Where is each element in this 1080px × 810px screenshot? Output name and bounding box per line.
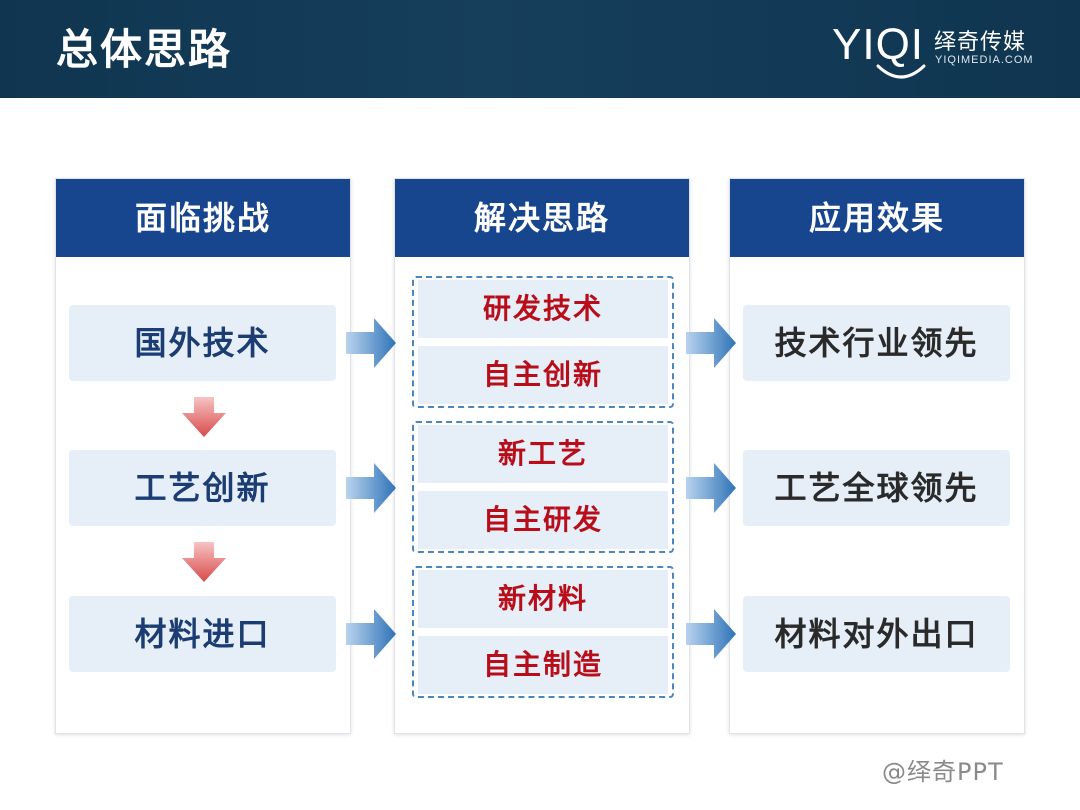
arrow-down-icon bbox=[182, 542, 226, 582]
arrow-right-icon bbox=[346, 463, 396, 513]
solution-item-top: 研发技术 bbox=[418, 280, 668, 338]
column-header-solutions: 解决思路 bbox=[395, 179, 689, 257]
arrow-right-icon bbox=[346, 318, 396, 368]
page-title: 总体思路 bbox=[56, 25, 233, 74]
solution-group-1: 研发技术 自主创新 bbox=[412, 276, 674, 408]
challenge-item-2: 工艺创新 bbox=[69, 450, 336, 526]
brand-logo: YIQI 绎奇传媒 YIQIMEDIA.COM bbox=[832, 20, 1042, 82]
effect-item-2: 工艺全球领先 bbox=[743, 450, 1010, 526]
logo-mark: YIQI bbox=[832, 20, 925, 69]
column-header-challenges: 面临挑战 bbox=[56, 179, 350, 257]
solution-item-bottom: 自主制造 bbox=[418, 636, 668, 694]
logo-swoosh-icon bbox=[876, 64, 926, 79]
effect-item-3: 材料对外出口 bbox=[743, 596, 1010, 672]
arrow-right-icon bbox=[686, 318, 736, 368]
challenge-item-3: 材料进口 bbox=[69, 596, 336, 672]
solution-item-top: 新工艺 bbox=[418, 425, 668, 483]
solution-item-bottom: 自主创新 bbox=[418, 346, 668, 404]
solution-item-top: 新材料 bbox=[418, 570, 668, 628]
logo-website: YIQIMEDIA.COM bbox=[935, 54, 1034, 66]
logo-company-name: 绎奇传媒 bbox=[934, 30, 1027, 55]
page-header: 总体思路 YIQI 绎奇传媒 YIQIMEDIA.COM bbox=[0, 0, 1080, 98]
solution-group-3: 新材料 自主制造 bbox=[412, 566, 674, 698]
effect-item-1: 技术行业领先 bbox=[743, 305, 1010, 381]
arrow-right-icon bbox=[686, 609, 736, 659]
arrow-down-icon bbox=[182, 397, 226, 437]
solution-item-bottom: 自主研发 bbox=[418, 491, 668, 549]
column-header-effects: 应用效果 bbox=[730, 179, 1024, 257]
arrow-right-icon bbox=[346, 609, 396, 659]
watermark: @绎奇PPT bbox=[882, 758, 1004, 786]
arrow-right-icon bbox=[686, 463, 736, 513]
solution-group-2: 新工艺 自主研发 bbox=[412, 421, 674, 553]
challenge-item-1: 国外技术 bbox=[69, 305, 336, 381]
